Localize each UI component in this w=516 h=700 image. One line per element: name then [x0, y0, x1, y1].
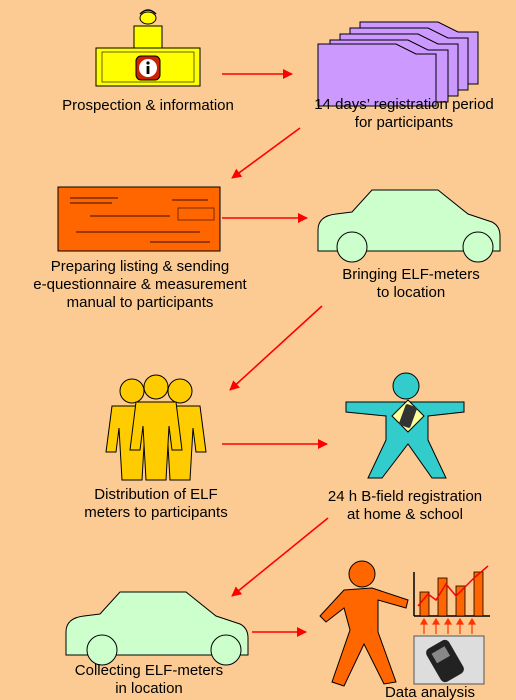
folders-icon [317, 21, 479, 107]
flow-arrows [222, 69, 329, 637]
meter-device-icon [413, 635, 485, 685]
upload-arrows-icon [419, 617, 477, 634]
step-label-data-analysis: Data analysis [384, 684, 476, 700]
step-label-bringing-meters: Bringing ELF-meters to location [342, 266, 480, 301]
step-label-distribution: Distribution of ELF meters to participan… [84, 486, 228, 521]
data-analysis-icon [319, 560, 490, 687]
info-desk-icon [95, 9, 201, 87]
person-with-meter-icon [345, 372, 465, 479]
step-label-collecting-meters: Collecting ELF-meters in location [74, 662, 224, 697]
arrow-6-to-7 [231, 517, 329, 597]
car-icon-2 [65, 591, 249, 666]
step-label-registration-period: 14 days’ registration period for partici… [314, 96, 494, 131]
step-label-prospection: Prospection & information [62, 97, 234, 114]
arrow-2-to-3 [231, 127, 301, 179]
people-group-icon [105, 374, 207, 481]
step-label-b-field-registration: 24 h B-field registration at home & scho… [327, 488, 483, 523]
bar-chart-icon [413, 565, 490, 617]
walking-person-icon [319, 560, 409, 687]
arrow-4-to-5 [229, 305, 323, 391]
car-icon-1 [317, 189, 501, 263]
info-icon [135, 55, 161, 81]
form-icon [57, 186, 221, 252]
step-label-preparing-listing: Preparing listing & sending e-questionna… [33, 258, 247, 311]
